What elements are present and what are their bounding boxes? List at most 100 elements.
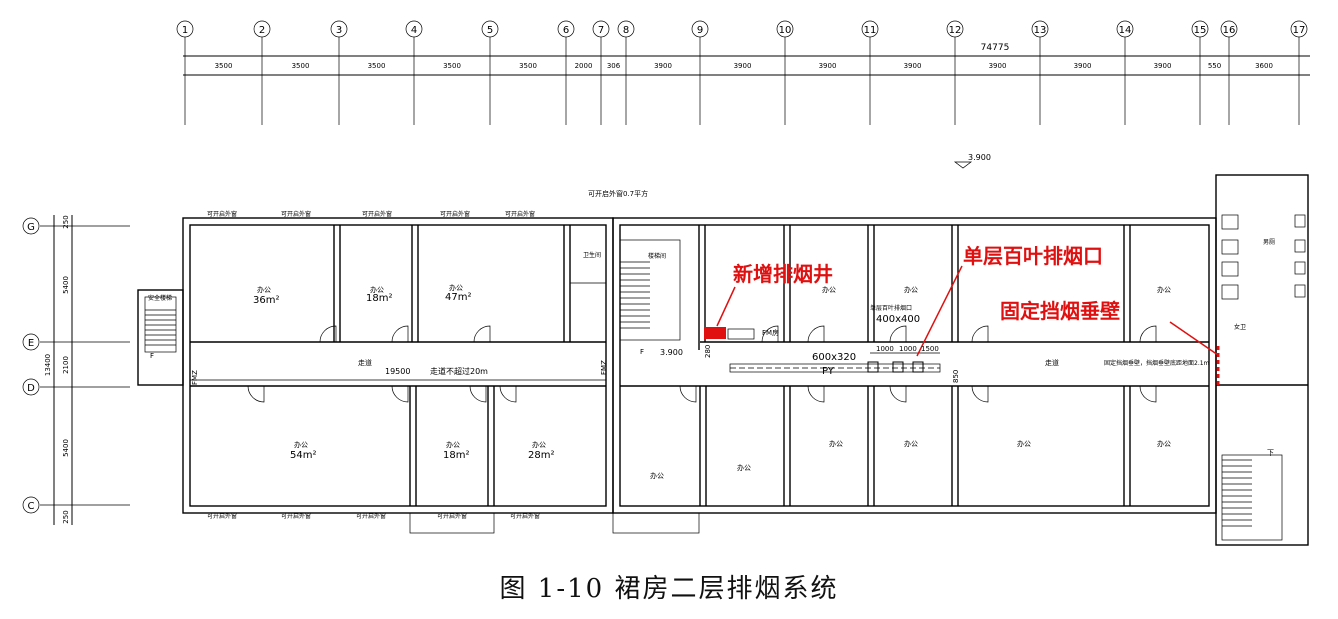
wall-leader: [1169, 321, 1219, 356]
dim-text: 3900: [989, 62, 1007, 70]
stair-down: 下: [1267, 449, 1274, 457]
dim-text: 2100: [62, 356, 70, 374]
corridor-length: 19500: [385, 367, 410, 376]
door-swing: [473, 325, 491, 343]
dim-text: 250: [62, 215, 70, 228]
window-label: 可开启外窗: [510, 512, 540, 520]
axis-label: 5: [487, 25, 493, 36]
window-label: 可开启外窗: [281, 512, 311, 520]
vent-grille-3: [912, 361, 924, 373]
dim-text: 250: [62, 510, 70, 523]
window-label: 可开启外窗: [207, 512, 237, 520]
axis-label: C: [28, 501, 35, 512]
fm-room-label: FM房: [762, 328, 779, 337]
window-label: 可开启外窗: [440, 210, 470, 218]
room-label: 办公: [1157, 285, 1171, 294]
axis-bubble: [22, 217, 40, 235]
toilet-f-label: 女卫: [1234, 323, 1246, 331]
door-swing: [247, 385, 265, 403]
dim-text: 3500: [443, 62, 461, 70]
dim-850: 850: [952, 370, 960, 383]
axis-label: 3: [336, 25, 342, 36]
safety-stair-inner: [144, 296, 177, 353]
window-top-note: 可开启外窗0.7平方: [588, 189, 648, 198]
dim-text: 3500: [292, 62, 310, 70]
main-stair-treads: [620, 261, 650, 329]
room-label: 办公: [737, 463, 751, 472]
door-swing: [889, 325, 907, 343]
window-label: 可开启外窗: [356, 512, 386, 520]
fmz-label: FMZ: [600, 360, 608, 375]
window-label: 可开启外窗: [362, 210, 392, 218]
vent-leader: [916, 265, 963, 357]
duct-size: 600x320: [812, 352, 856, 363]
dim-text: 13400: [44, 354, 52, 376]
stair-treads: [145, 309, 176, 346]
dim-text: 550: [1208, 62, 1221, 70]
new-shaft-callout: 新增排烟井: [733, 262, 833, 286]
dim-text: 3900: [734, 62, 752, 70]
dim-text: 3900: [819, 62, 837, 70]
axis-label: 15: [1194, 25, 1207, 36]
dim-text: 2000: [575, 62, 593, 70]
duct-py: PY: [822, 366, 835, 377]
dim-text: 3500: [368, 62, 386, 70]
doors: [247, 325, 1157, 403]
louver-callout: 单层百叶排烟口: [963, 244, 1103, 268]
toilet-fixture: [1221, 214, 1239, 230]
door-swing: [679, 385, 697, 403]
dim-text: 5400: [62, 439, 70, 457]
window-label: 可开启外窗: [505, 210, 535, 218]
axis-label: 17: [1293, 25, 1306, 36]
urinal-fixture: [1294, 214, 1306, 228]
dim-text: 3900: [904, 62, 922, 70]
dim-text: 3900: [1154, 62, 1172, 70]
room-area: 28m²: [528, 450, 554, 461]
stair-f: F: [640, 348, 644, 356]
toilet-fixtures: [1221, 214, 1306, 300]
urinal-fixture: [1294, 261, 1306, 275]
stair-label: 楼梯间: [648, 252, 666, 260]
room-label: 办公: [829, 439, 843, 448]
axis-label: 2: [259, 25, 265, 36]
room-label: 办公: [1017, 439, 1031, 448]
room-label: 办公: [1157, 439, 1171, 448]
axis-bubble: [22, 378, 40, 396]
axis-label: 9: [697, 25, 703, 36]
safety-stair-label: 安全楼梯: [148, 294, 172, 302]
axis-label: 13: [1034, 25, 1047, 36]
toilet-fixture: [1221, 239, 1239, 255]
dim-text: 306: [607, 62, 621, 70]
door-swing: [807, 385, 825, 403]
level-inner: 3.900: [660, 348, 683, 357]
corridor-note: 走道不超过20m: [430, 366, 488, 376]
door-swing: [889, 385, 907, 403]
room-label: 办公: [257, 285, 271, 294]
vent-note: 单层百叶排烟口: [870, 304, 912, 312]
axis-bubble: [22, 496, 40, 514]
stair-f: F: [150, 352, 154, 360]
vent-size: 400x400: [876, 314, 920, 325]
window-label: 可开启外窗: [207, 210, 237, 218]
right-block-inner: [619, 224, 1210, 507]
window-label: 可开启外窗: [281, 210, 311, 218]
toilet-fixture: [1221, 284, 1239, 300]
room-label: 办公: [822, 285, 836, 294]
toilet-fixture: [1221, 261, 1239, 277]
fmz-label: FMZ: [191, 370, 199, 385]
dim-text: 3600: [1255, 62, 1273, 70]
left-block-outline: [182, 217, 614, 514]
room-label: 办公: [532, 440, 546, 449]
corridor-label: 走道: [1045, 358, 1059, 367]
vent-dim-3: 1500: [921, 345, 939, 353]
axis-label: 16: [1223, 25, 1236, 36]
far-right-block: [1215, 174, 1309, 546]
axis-bubble: [22, 333, 40, 351]
level-text: 3.900: [968, 153, 991, 162]
left-block-inner: [189, 224, 607, 507]
window-labels: 可开启外窗可开启外窗可开启外窗可开启外窗可开启外窗可开启外窗可开启外窗可开启外窗…: [207, 210, 540, 520]
door-swing: [469, 385, 487, 403]
dim-text: 3500: [519, 62, 537, 70]
right-stair-treads: [1222, 459, 1252, 527]
